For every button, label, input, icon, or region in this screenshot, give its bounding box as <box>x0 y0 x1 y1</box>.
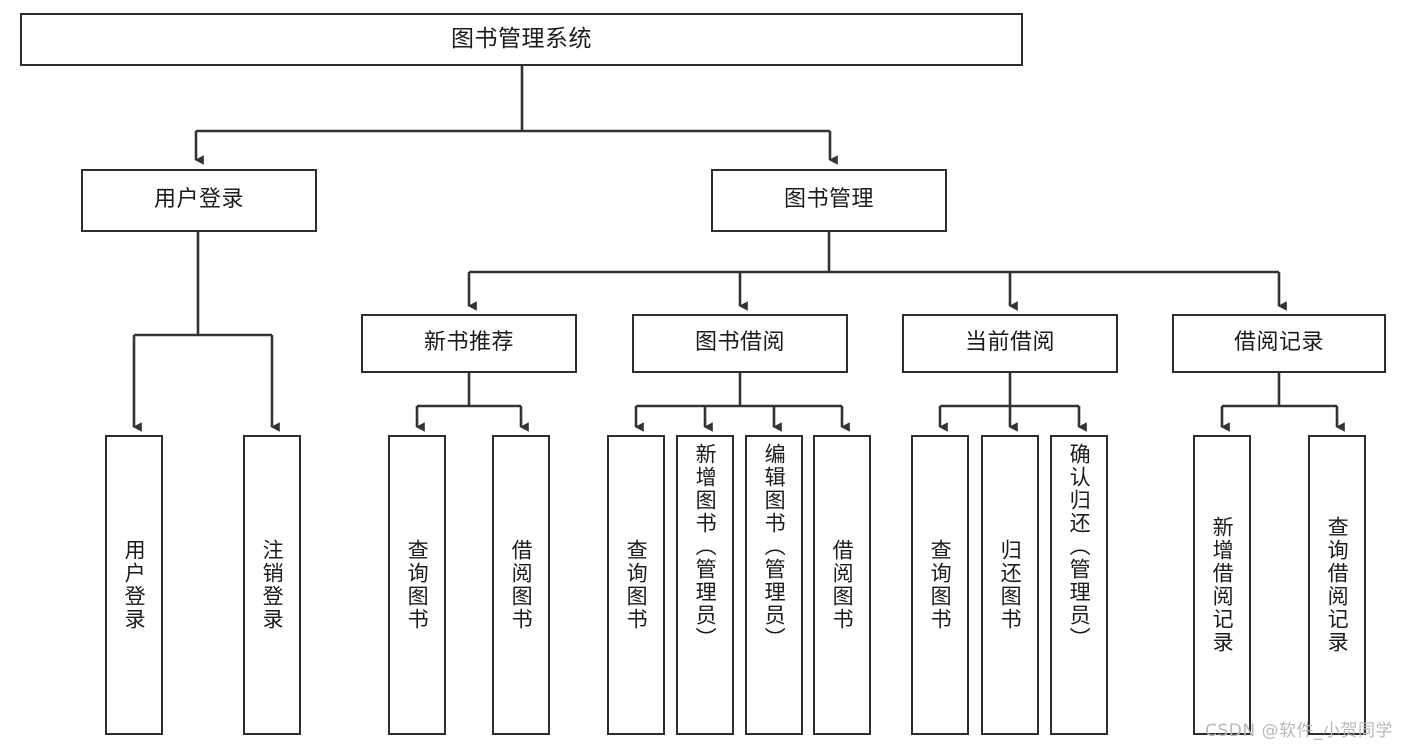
node-leaf-query-record-label: 查询借阅记录 <box>1325 516 1350 654</box>
node-borrow-record[interactable]: 借阅记录 <box>1172 314 1386 373</box>
node-leaf-confirm-return-admin-label: 确认归还（管理员） <box>1067 443 1092 650</box>
node-leaf-query-book-3-label: 查询图书 <box>928 539 953 631</box>
node-leaf-query-book-2-label: 查询图书 <box>624 539 649 631</box>
node-leaf-add-record[interactable]: 新增借阅记录 <box>1193 435 1251 735</box>
node-leaf-query-book-1-label: 查询图书 <box>405 539 430 631</box>
node-borrow-record-label: 借阅记录 <box>1233 330 1324 356</box>
node-leaf-query-record[interactable]: 查询借阅记录 <box>1308 435 1366 735</box>
node-user-login[interactable]: 用户登录 <box>81 169 317 232</box>
node-user-login-label: 用户登录 <box>153 187 244 213</box>
node-book-borrow-label: 图书借阅 <box>694 330 785 356</box>
node-book-borrow[interactable]: 图书借阅 <box>632 314 848 373</box>
node-leaf-edit-book-admin-label: 编辑图书（管理员） <box>762 443 787 650</box>
csdn-watermark: CSDN @软件_小贺同学 <box>1205 721 1393 741</box>
node-book-manage[interactable]: 图书管理 <box>711 169 947 232</box>
node-leaf-borrow-book-1-label: 借阅图书 <box>509 539 534 631</box>
node-leaf-edit-book-admin[interactable]: 编辑图书（管理员） <box>745 435 803 735</box>
node-root-system[interactable]: 图书管理系统 <box>20 13 1023 66</box>
node-leaf-return-book-label: 归还图书 <box>998 539 1023 631</box>
node-leaf-logout[interactable]: 注销登录 <box>243 435 301 735</box>
node-book-manage-label: 图书管理 <box>783 187 874 213</box>
node-leaf-add-book-admin-label: 新增图书（管理员） <box>693 443 718 650</box>
node-leaf-query-book-1[interactable]: 查询图书 <box>388 435 446 735</box>
node-current-borrow-label: 当前借阅 <box>964 330 1055 356</box>
node-root-system-label: 图书管理系统 <box>451 25 592 52</box>
node-leaf-user-login-label: 用户登录 <box>122 539 147 631</box>
node-leaf-borrow-book-2-label: 借阅图书 <box>830 539 855 631</box>
node-leaf-add-record-label: 新增借阅记录 <box>1210 516 1235 654</box>
node-leaf-borrow-book-2[interactable]: 借阅图书 <box>813 435 871 735</box>
node-leaf-confirm-return-admin[interactable]: 确认归还（管理员） <box>1050 435 1108 735</box>
node-leaf-return-book[interactable]: 归还图书 <box>981 435 1039 735</box>
node-leaf-query-book-2[interactable]: 查询图书 <box>607 435 665 735</box>
node-current-borrow[interactable]: 当前借阅 <box>902 314 1118 373</box>
node-new-book-recommend-label: 新书推荐 <box>423 330 514 356</box>
node-leaf-query-book-3[interactable]: 查询图书 <box>911 435 969 735</box>
node-leaf-logout-label: 注销登录 <box>260 539 285 631</box>
node-leaf-user-login[interactable]: 用户登录 <box>105 435 163 735</box>
node-new-book-recommend[interactable]: 新书推荐 <box>361 314 577 373</box>
node-leaf-borrow-book-1[interactable]: 借阅图书 <box>492 435 550 735</box>
node-leaf-add-book-admin[interactable]: 新增图书（管理员） <box>676 435 734 735</box>
